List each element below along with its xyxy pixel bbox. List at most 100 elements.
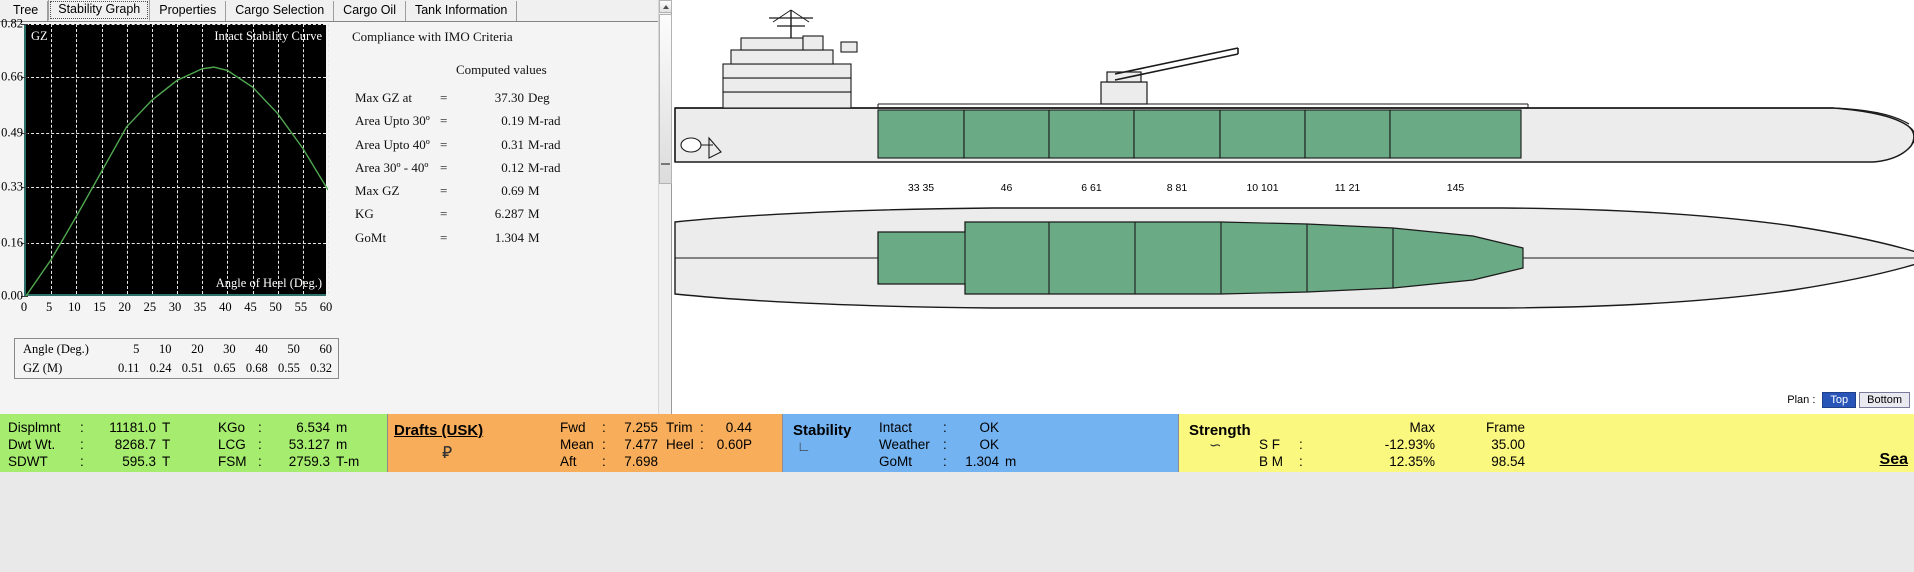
imo-criterion-value: 37.30: [494, 90, 524, 105]
ship-drawing: [674, 9, 1914, 309]
ship-side-view: [674, 9, 1914, 163]
status-row-colon: :: [602, 420, 606, 435]
strength-title: Strength: [1189, 422, 1251, 439]
frame-label: 46: [1000, 182, 1013, 194]
strength-row-max: 12.35%: [1389, 454, 1435, 469]
imo-equals-sign: =: [440, 206, 448, 222]
imo-criterion-unit: M: [528, 206, 540, 222]
imo-subtitle: Computed values: [456, 62, 547, 77]
status-row-unit: T: [162, 420, 171, 435]
x-tick-label: 45: [244, 300, 257, 314]
gridline-vertical: [202, 24, 204, 294]
gz-curve: [26, 66, 328, 296]
status-row-key: FSM: [218, 454, 247, 469]
status-row-unit: T: [162, 437, 171, 452]
y-tick-mark: [21, 133, 28, 135]
tab-stability-graph[interactable]: Stability Graph: [48, 0, 151, 21]
status-row-colon: :: [258, 420, 262, 435]
sea-state-badge[interactable]: Sea: [1879, 451, 1908, 468]
strength-header-frame: Frame: [1485, 420, 1525, 435]
frame-label: 33 35: [907, 182, 935, 194]
status-row-value: 6.534: [296, 420, 330, 435]
status-row-colon: :: [258, 437, 262, 452]
imo-criterion-key: KG: [355, 206, 374, 222]
gridline-vertical: [252, 24, 254, 294]
tab-tank-information[interactable]: Tank Information: [406, 1, 518, 21]
tab-cargo-selection[interactable]: Cargo Selection: [226, 1, 335, 21]
y-tick-mark: [21, 296, 28, 297]
status-row-value: 8268.7: [114, 437, 156, 452]
gridline-vertical: [227, 24, 229, 294]
strength-row-frame: 98.54: [1491, 454, 1525, 469]
imo-criterion-key: Max GZ at: [355, 90, 413, 105]
status-row-key: GoMt: [879, 454, 913, 469]
imo-criteria-panel: Compliance with IMO Criteria Computed va…: [352, 22, 652, 272]
y-tick-label: 0.16: [1, 235, 23, 250]
imo-criterion-unit: M-rad: [528, 136, 561, 152]
status-row-colon: :: [80, 454, 84, 469]
status-row-colon: :: [700, 437, 704, 452]
imo-criterion-key: Area Upto 40º: [355, 136, 430, 152]
status-row-value: 7.477: [624, 437, 658, 452]
scrollbar-thumb[interactable]: [659, 14, 672, 184]
status-row-value: 1.304: [965, 454, 999, 469]
status-row-unit: T-m: [336, 454, 360, 469]
tab-properties[interactable]: Properties: [150, 1, 227, 21]
status-row-key: KGo: [218, 420, 246, 435]
plan-top-button[interactable]: Top: [1822, 392, 1857, 408]
imo-equals-sign: =: [440, 90, 448, 105]
strength-row-max: -12.93%: [1384, 437, 1435, 452]
table-cell: 0.65: [213, 361, 236, 375]
imo-criterion-row: Max GZ at = 37.30 Deg: [352, 90, 652, 113]
status-row-value: 7.255: [624, 420, 658, 435]
table-cell: 60: [319, 342, 333, 356]
status-row-key: Mean: [560, 437, 594, 452]
status-row-colon: :: [602, 437, 606, 452]
tab-label: Tank Information: [414, 3, 508, 17]
tab-cargo-oil[interactable]: Cargo Oil: [334, 1, 406, 21]
imo-criterion-value: 1.304: [494, 229, 524, 245]
y-tick-mark: [21, 242, 28, 244]
status-row-value: 0.60P: [716, 437, 752, 452]
ship-plan-view: [674, 207, 1914, 309]
imo-criterion-unit: Deg: [528, 90, 550, 105]
imo-equals-sign: =: [440, 159, 448, 175]
imo-title: Compliance with IMO Criteria: [352, 29, 513, 44]
status-row-key: SDWT: [8, 454, 48, 469]
y-tick-label: 0.00: [1, 288, 23, 303]
status-row-key: Fwd: [560, 420, 586, 435]
table-cell: 30: [223, 342, 236, 356]
gridline-vertical: [51, 24, 53, 294]
x-tick-label: 60: [319, 300, 333, 314]
plan-bottom-button[interactable]: Bottom: [1859, 392, 1910, 408]
imo-criterion-value: 0.69: [501, 183, 524, 199]
tab-tree[interactable]: Tree: [4, 1, 49, 21]
scroll-up-button[interactable]: [659, 0, 672, 13]
imo-criterion-unit: M-rad: [528, 159, 561, 175]
imo-criterion-key: Max GZ: [355, 183, 400, 199]
chart-title: Intact Stability Curve: [214, 29, 322, 43]
status-row-value: 7.698: [624, 454, 658, 469]
gridline-horizontal: [26, 242, 326, 244]
plan-view-toggle: Plan : Top Bottom: [1787, 392, 1910, 408]
table-cell: 0.55: [277, 361, 300, 375]
chart-plot-area: GZ Intact Stability Curve Angle of Heel …: [1, 17, 329, 303]
imo-criterion-key: Area 30º - 40º: [355, 159, 429, 175]
table-cell: 20: [191, 342, 204, 356]
status-row-colon: :: [700, 420, 704, 435]
x-tick-label: 20: [118, 300, 131, 314]
imo-criterion-value: 6.287: [494, 206, 524, 222]
status-row-key: Heel: [666, 437, 694, 452]
table-cell: 50: [287, 342, 300, 356]
status-row-key: Trim: [666, 420, 693, 435]
table-row-label: GZ (M): [23, 361, 63, 375]
imo-criterion-unit: M: [528, 183, 540, 199]
